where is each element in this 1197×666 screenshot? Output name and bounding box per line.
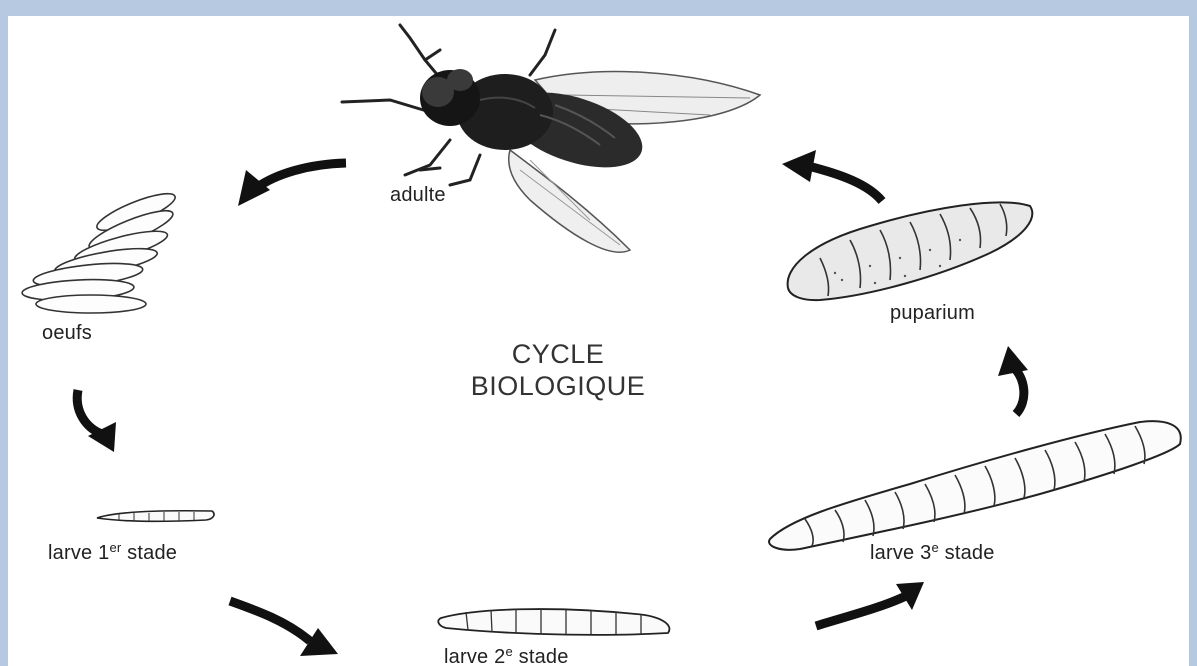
arrow-larve2-to-larve3 [816,596,906,626]
arrow-larve3-to-puparium [1012,366,1024,414]
arrow-larve1-to-larve2 [230,601,310,641]
arrow-adulte-to-oeufs [256,163,346,188]
arrow-puparium-to-adulte [808,166,882,201]
cycle-arrows [8,16,1189,666]
arrow-oeufs-to-larve1 [77,390,102,434]
arrowhead-5 [998,346,1028,376]
arrowhead-1 [238,170,270,206]
arrowhead-6 [782,150,816,182]
diagram-frame: adulte oeufs larve 1er stade larve 2e st… [8,16,1189,666]
